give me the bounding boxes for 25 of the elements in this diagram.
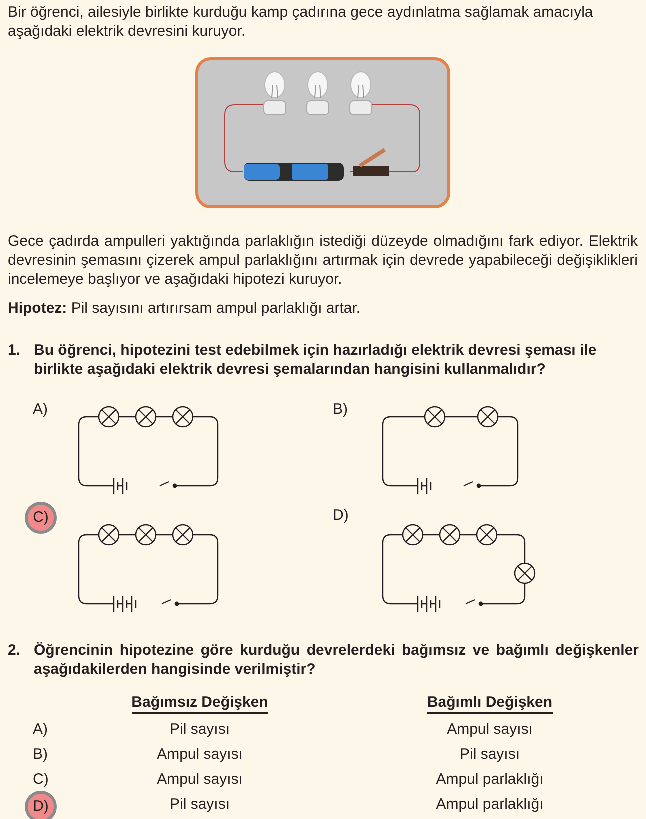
option-letter: D) [333,506,349,525]
column-header: Bağımlı Değişken [400,693,580,712]
option-letter: B) [33,745,48,764]
option-letter: C) [33,770,49,789]
table-cell-text: Ampul sayısı [156,770,244,789]
question-text: Öğrencinin hipotezine göre kurduğu devrelerdeki bağımsız ve bağımlı değişkenler aşağıdakilerden hangisinde verilmiştir? [34,641,639,679]
question-text: Bu öğrenci, hipotezini test edebilmek için hazırladığı elektrik devresi şeması ile birlikte aşağıdaki elektrik devresi şemalarından hangisini kullanmalıdır? [34,341,598,379]
selected-option-letter: C) [25,502,57,534]
table-cell-text: Pil sayısı [168,720,231,739]
table-cell-text: Ampul sayısı [156,745,244,764]
table-cell-text: Pil sayısı [458,745,521,764]
table-cell-text: Ampul sayısı [446,720,534,739]
selected-option-letter: D) [25,791,57,819]
column-header: Bağımsız Değişken [110,693,290,712]
option-letter: A) [33,400,48,419]
table-cell-text: Pil sayısı [168,795,231,814]
intro-paragraph: Bir öğrenci, ailesiyle birlikte kurduğu kamp çadırına gece aydınlatma sağlamak amacıyla aşağıdaki elektrik devresini kuruyor. [8,3,594,41]
option-letter: A) [33,720,48,739]
hypothesis-text: Hipotez: Pil sayısını artırırsam ampul parlaklığı artar. [8,299,362,318]
table-cell-text: Ampul parlaklığı [435,770,545,789]
option-letter: B) [333,400,348,419]
question-number: 2. [8,641,22,660]
story-paragraph: Gece çadırda ampulleri yaktığında parlaklığın istediği düzeyde olmadığını fark ediyor. Elektrik devresinin şemasını çizerek ampul parlaklığını artırmak için devrede yapabileceği değişiklikleri incelemeye başlıyor ve aşağıdaki hipotezi kuruyor. [8,232,638,289]
table-cell-text: Ampul parlaklığı [435,795,545,814]
question-number: 1. [8,341,22,360]
